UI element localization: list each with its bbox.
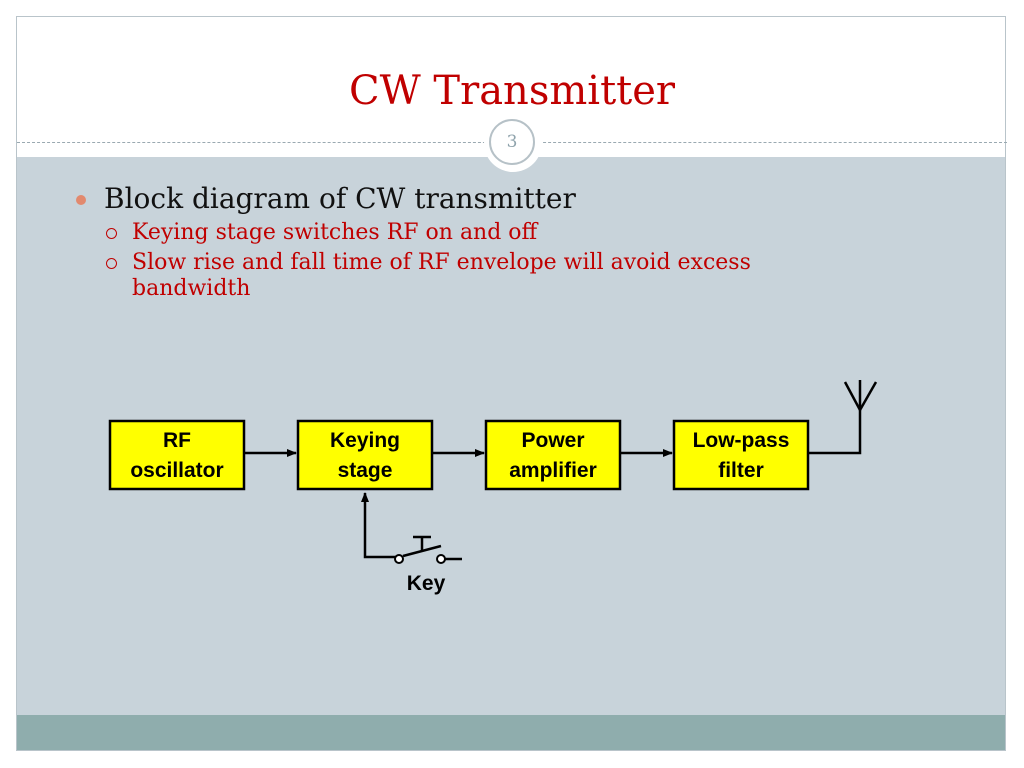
block-rf-oscillator: RF oscillator xyxy=(108,419,246,491)
block-label-line2: amplifier xyxy=(509,459,597,482)
bullet-dot-icon xyxy=(76,195,86,205)
antenna-icon xyxy=(808,380,878,455)
bullet-text: Block diagram of CW transmitter xyxy=(104,182,576,215)
slide-title: CW Transmitter xyxy=(348,68,676,114)
page-number: 3 xyxy=(489,119,535,165)
block-label-line2: stage xyxy=(338,459,393,482)
footer-band xyxy=(17,715,1005,750)
block-label-line1: Power xyxy=(521,429,584,452)
sub-bullet-text: Slow rise and fall time of RF envelope w… xyxy=(132,250,751,301)
block-label-line1: Low-pass xyxy=(693,429,790,452)
block-label-line2: oscillator xyxy=(130,459,223,482)
block-label-line1: RF xyxy=(163,429,191,452)
sub-bullet-ring-icon xyxy=(106,258,117,269)
bullet-list: Block diagram of CW transmitter Keying s… xyxy=(72,182,832,302)
key-switch-icon xyxy=(361,492,462,564)
sub-bullet-text: Keying stage switches RF on and off xyxy=(132,220,538,245)
block-label-line2: filter xyxy=(718,459,764,482)
block-power-amplifier: Power amplifier xyxy=(484,419,622,491)
block-keying-stage: Keying stage xyxy=(296,419,434,491)
sub-bullet-item: Keying stage switches RF on and off xyxy=(72,220,832,246)
bullet-item: Block diagram of CW transmitter xyxy=(72,182,832,216)
sub-bullet-ring-icon xyxy=(106,228,117,239)
block-label-line1: Keying xyxy=(330,429,400,452)
slide: CW Transmitter 3 xyxy=(16,16,1007,751)
key-label: Key xyxy=(407,572,446,595)
sub-bullet-item: Slow rise and fall time of RF envelope w… xyxy=(72,250,832,302)
block-low-pass-filter: Low-pass filter xyxy=(672,419,810,491)
